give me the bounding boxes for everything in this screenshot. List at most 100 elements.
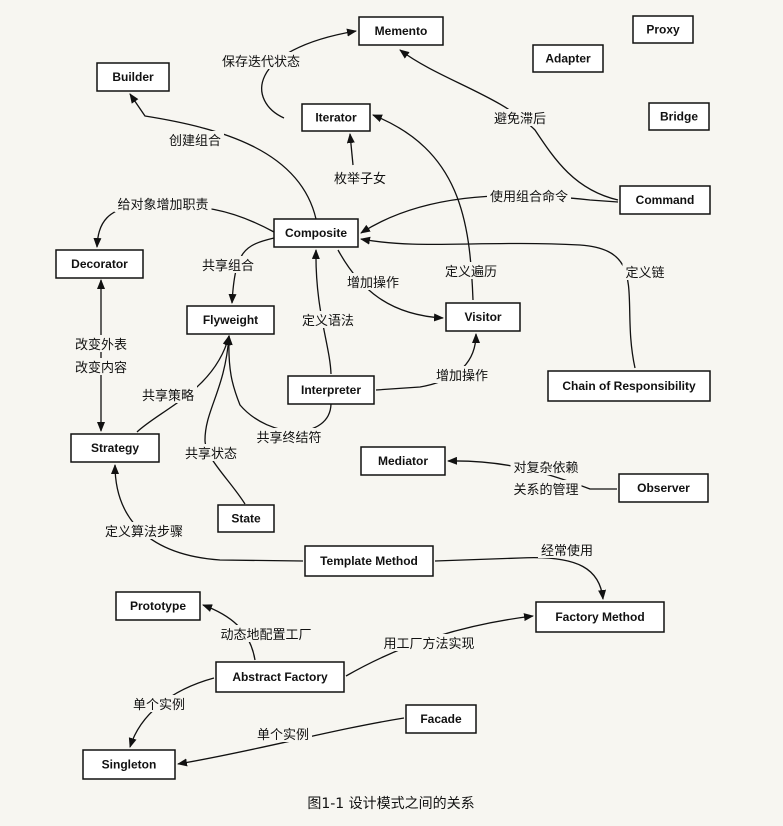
edge-label-abstract-prototype: 动态地配置工厂 xyxy=(220,628,311,643)
node-box xyxy=(301,103,371,132)
node-decorator: Decorator xyxy=(55,249,144,279)
edge-label-bg xyxy=(622,263,668,280)
node-box xyxy=(217,504,275,533)
edge-strategy-flyweight xyxy=(136,335,231,433)
edge-composite-builder xyxy=(129,93,317,220)
edge-label-bg xyxy=(217,625,315,642)
node-label-mediator: Mediator xyxy=(378,454,428,468)
node-box xyxy=(186,305,275,335)
node-label-proxy: Proxy xyxy=(646,23,680,37)
edge-label-composite-iterator: 枚举子女 xyxy=(334,171,386,187)
edge-label-strategy-flyweight: 共享策略 xyxy=(142,388,194,404)
edge-label-template-factory: 经常使用 xyxy=(541,543,593,559)
edge-composite-flyweight xyxy=(228,237,275,304)
node-box xyxy=(547,370,711,402)
node-singleton: Singleton xyxy=(82,749,176,780)
node-interpreter: Interpreter xyxy=(287,375,375,405)
edge-label-bg xyxy=(199,256,257,273)
edge-template-strategy xyxy=(111,464,304,562)
node-visitor: Visitor xyxy=(445,302,521,332)
node-iterator: Iterator xyxy=(301,103,371,132)
node-box xyxy=(215,661,345,693)
edge-label-bg xyxy=(114,195,212,212)
edge-composite-visitor xyxy=(337,249,444,322)
edge-label-bg xyxy=(253,428,325,445)
edge-label-bg xyxy=(166,131,224,148)
node-label-bridge: Bridge xyxy=(660,110,698,124)
edge-label-bg xyxy=(380,634,478,651)
edge-label-decorator-strategy: 改变外表 xyxy=(75,337,127,353)
edge-label-command-memento: 避免滞后 xyxy=(494,112,546,127)
node-box xyxy=(115,591,201,621)
node-label-command: Command xyxy=(636,193,695,207)
edge-label-interpreter-visitor: 增加操作 xyxy=(436,368,488,384)
node-label-flyweight: Flyweight xyxy=(203,313,258,327)
node-label-visitor: Visitor xyxy=(464,310,501,324)
edge-label-bg xyxy=(433,366,491,383)
node-builder: Builder xyxy=(96,62,170,92)
node-box xyxy=(532,44,604,73)
node-bridge: Bridge xyxy=(648,102,710,131)
node-state: State xyxy=(217,504,275,533)
edge-label-observer-mediator: 关系的管理 xyxy=(513,482,578,498)
edge-label-visitor-iterator: 定义遍历 xyxy=(445,264,497,280)
node-label-abstract-factory: Abstract Factory xyxy=(232,670,328,684)
edge-label-interpreter-composite: 定义语法 xyxy=(302,314,354,329)
node-mediator: Mediator xyxy=(360,446,446,476)
edge-label-observer-mediator: 对复杂依赖 xyxy=(513,461,578,476)
node-abstract-factory: Abstract Factory xyxy=(215,661,345,693)
node-facade: Facade xyxy=(405,704,477,734)
edge-template-factory xyxy=(434,556,607,600)
node-box xyxy=(358,16,444,46)
edge-labels-layer: 保存迭代状态创建组合避免滞后枚举子女给对象增加职责使用组合命令定义遍历定义链共享… xyxy=(72,52,668,743)
node-box xyxy=(287,375,375,405)
edge-composite-iterator xyxy=(346,133,355,166)
node-factory-method: Factory Method xyxy=(535,601,665,633)
edge-label-iterator-memento: 保存迭代状态 xyxy=(222,55,300,70)
node-label-facade: Facade xyxy=(420,712,462,726)
edge-label-composite-builder: 创建组合 xyxy=(169,134,221,149)
node-box xyxy=(445,302,521,332)
node-label-builder: Builder xyxy=(112,70,154,84)
node-box xyxy=(304,545,434,577)
edge-label-abstract-factory-method: 用工厂方法实现 xyxy=(383,636,474,652)
node-composite: Composite xyxy=(273,218,359,248)
edge-label-command-composite: 使用组合命令 xyxy=(490,189,568,205)
node-prototype: Prototype xyxy=(115,591,201,621)
edge-label-template-strategy: 定义算法步骤 xyxy=(105,525,183,540)
node-box xyxy=(535,601,665,633)
edge-label-decorator-strategy: 改变内容 xyxy=(75,360,127,376)
node-label-adapter: Adapter xyxy=(545,52,591,66)
edge-label-composite-flyweight: 共享组合 xyxy=(202,258,254,274)
edge-label-bg xyxy=(130,695,188,712)
node-label-strategy: Strategy xyxy=(91,441,139,455)
edge-label-bg xyxy=(442,262,500,279)
edge-label-bg xyxy=(538,541,596,558)
node-box xyxy=(619,185,711,215)
edge-label-bg xyxy=(344,273,402,290)
node-box xyxy=(273,218,359,248)
edge-iterator-memento xyxy=(261,28,357,119)
edge-label-composite-visitor: 增加操作 xyxy=(347,275,399,291)
edge-label-bg xyxy=(510,458,582,475)
node-label-composite: Composite xyxy=(285,226,347,240)
node-label-state: State xyxy=(231,512,261,526)
edge-command-memento xyxy=(399,49,619,201)
edge-label-bg xyxy=(254,725,312,742)
node-box xyxy=(55,249,144,279)
node-label-decorator: Decorator xyxy=(71,257,128,271)
figure-caption: 图1-1 设计模式之间的关系 xyxy=(307,796,474,812)
edge-label-bg xyxy=(219,52,303,69)
edge-label-bg xyxy=(72,358,130,375)
node-proxy: Proxy xyxy=(632,15,694,44)
edge-label-facade-singleton: 单个实例 xyxy=(257,728,309,743)
edge-label-bg xyxy=(182,444,240,461)
edge-label-bg xyxy=(491,109,549,126)
node-label-template: Template Method xyxy=(320,554,418,568)
node-command: Command xyxy=(619,185,711,215)
edge-label-bg xyxy=(487,187,571,204)
node-label-factory-method: Factory Method xyxy=(555,610,644,624)
node-box xyxy=(632,15,694,44)
node-box xyxy=(360,446,446,476)
